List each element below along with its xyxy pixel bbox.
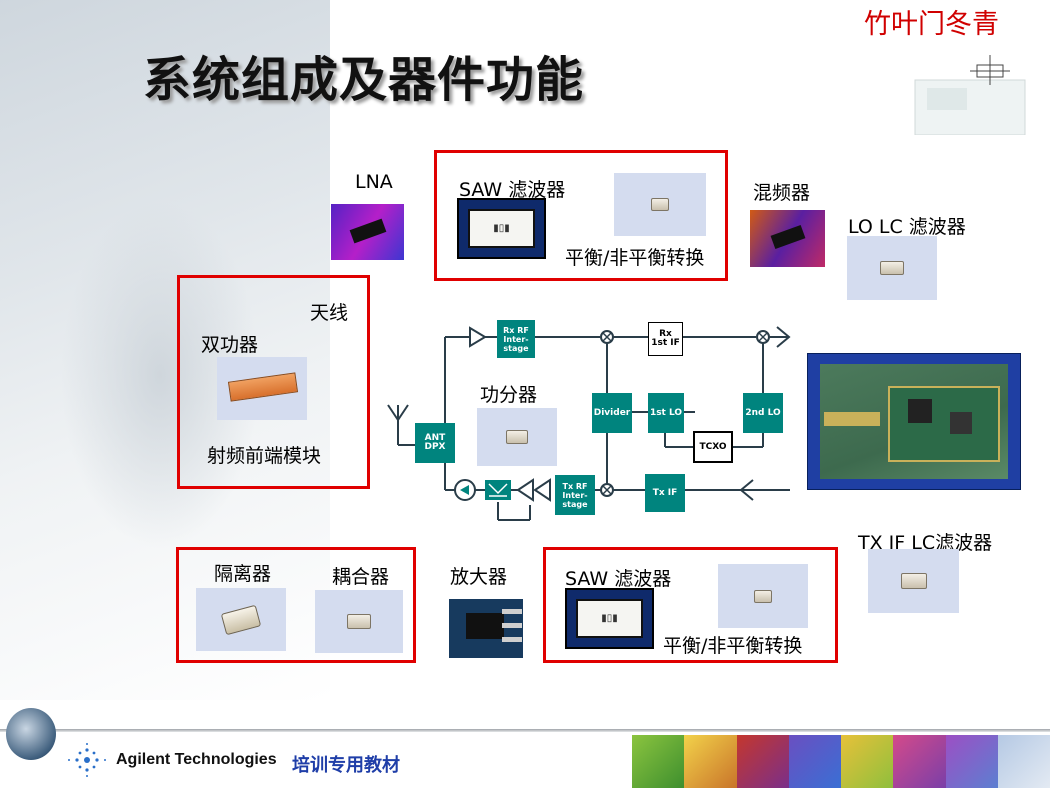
brand-text: 竹叶门冬青 xyxy=(864,9,999,40)
highlight-box-rf-frontend xyxy=(177,275,370,489)
block-ant-dpx: ANT DPX xyxy=(415,423,455,463)
power-divider-image xyxy=(477,408,557,466)
agilent-company-name: Agilent Technologies xyxy=(116,751,277,768)
amplifier-label: 放大器 xyxy=(450,566,508,588)
footer-decorative-strip xyxy=(632,735,1050,788)
saw-filter-image-top: ▮▯▮ xyxy=(457,198,546,259)
antenna-label: 天线 xyxy=(310,302,349,324)
isolator-image xyxy=(196,588,286,651)
training-material-label: 培训专用教材 xyxy=(292,755,400,776)
balun-label-bottom: 平衡/非平衡转换 xyxy=(663,635,803,657)
balun-label-top: 平衡/非平衡转换 xyxy=(565,247,705,269)
mixer-image xyxy=(750,210,825,267)
block-2nd-lo: 2nd LO xyxy=(743,393,783,433)
lo-lc-filter-label: LO LC 滤波器 xyxy=(848,216,966,238)
power-divider-label: 功分器 xyxy=(480,384,538,406)
coupler-image xyxy=(315,590,403,653)
block-tcxo: TCXO xyxy=(693,431,733,463)
highlight-box-saw-bottom xyxy=(543,547,838,663)
lna-image xyxy=(331,204,404,260)
footer-divider xyxy=(0,729,1050,732)
balun-image-top xyxy=(614,173,706,236)
tx-if-lc-filter-image xyxy=(868,549,959,613)
block-divider: Divider xyxy=(592,393,632,433)
rf-frontend-label: 射频前端模块 xyxy=(207,445,322,467)
agilent-spark-logo-icon xyxy=(68,743,106,777)
duplexer-label: 双功器 xyxy=(201,334,259,356)
tx-if-lc-filter-label: TX IF LC滤波器 xyxy=(858,532,993,554)
highlight-box-isolator-coupler xyxy=(176,547,416,663)
globe-icon xyxy=(6,708,56,760)
decorative-instrument-graphic xyxy=(914,55,1026,135)
lo-lc-filter-image xyxy=(847,236,937,300)
balun-image-bottom xyxy=(718,564,808,628)
saw-filter-label-bottom: SAW 滤波器 xyxy=(565,568,672,590)
block-tx-rf-interstage: Tx RF Inter- stage xyxy=(555,475,595,515)
pcb-photo xyxy=(807,353,1021,490)
lna-label: LNA xyxy=(355,171,393,193)
block-1st-lo: 1st LO xyxy=(648,393,684,433)
highlight-box-saw-top xyxy=(434,150,728,281)
amplifier-image xyxy=(449,599,523,658)
block-tx-if: Tx IF xyxy=(645,474,685,512)
page-title: 系统组成及器件功能 xyxy=(143,52,585,108)
block-rx-1st-if: Rx 1st IF xyxy=(648,322,683,356)
mixer-label: 混频器 xyxy=(753,182,811,204)
block-rx-rf-interstage: Rx RF Inter- stage xyxy=(497,320,535,358)
isolator-label: 隔离器 xyxy=(214,563,272,585)
saw-filter-label-top: SAW 滤波器 xyxy=(459,179,566,201)
duplexer-image xyxy=(217,357,307,420)
saw-filter-image-bottom: ▮▯▮ xyxy=(565,588,654,649)
block-diagram-wiring xyxy=(387,326,791,521)
coupler-label: 耦合器 xyxy=(332,566,390,588)
